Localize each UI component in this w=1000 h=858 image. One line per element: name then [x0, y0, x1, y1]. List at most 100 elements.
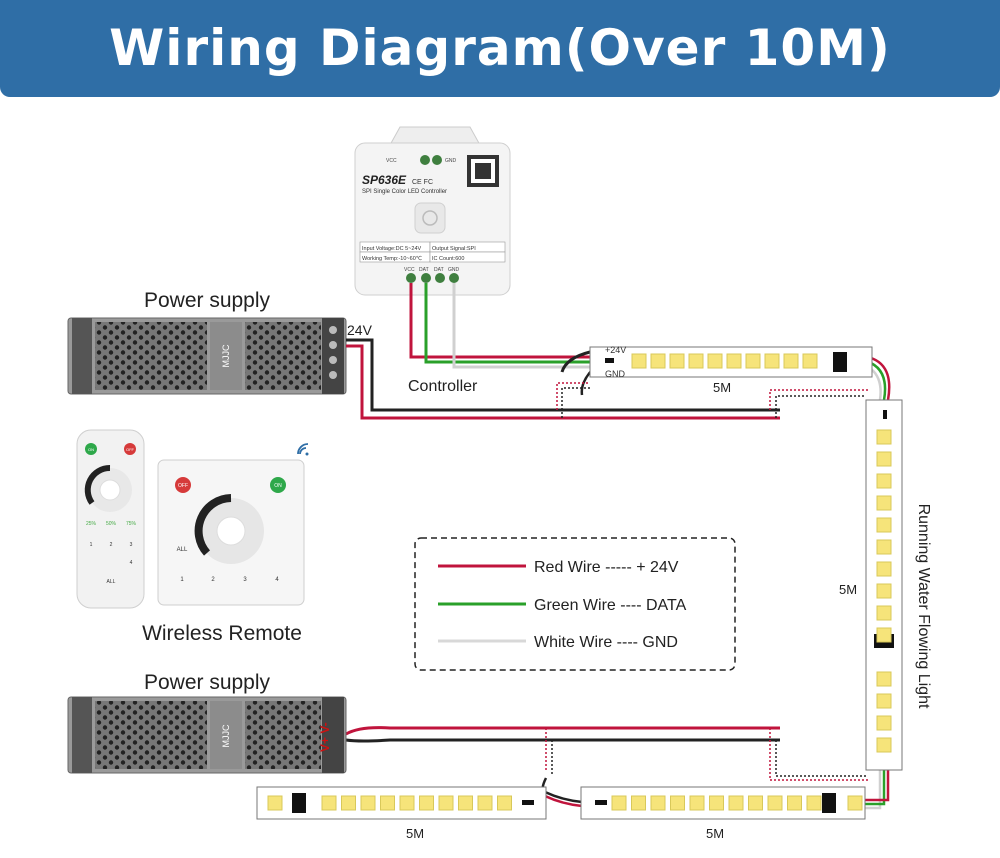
legend-green-label: Green Wire ---- DATA — [534, 597, 687, 614]
led-chip — [876, 451, 892, 467]
wifi-icon — [297, 443, 309, 456]
wall-off: OFF — [178, 483, 188, 489]
page-title: Wiring Diagram(Over 10M) — [109, 19, 891, 77]
led-chip — [726, 353, 742, 369]
ctrl-model: SP636E — [362, 173, 407, 187]
svg-text:1: 1 — [180, 577, 184, 583]
strip-gnd-label: GND — [605, 369, 626, 379]
psu-brand: MJJC — [221, 344, 231, 367]
svg-text:4: 4 — [130, 560, 133, 566]
led-chip — [748, 795, 763, 811]
legend-white-label: White Wire ---- GND — [534, 634, 678, 651]
led-chip — [650, 795, 666, 811]
remote-handheld: ON OFF 25% 50% 75% 1 2 3 4 ALL — [76, 429, 145, 609]
led-chip — [876, 671, 892, 687]
ctrl-subtitle: SPI Single Color LED Controller — [362, 189, 447, 195]
ctrl-top-gnd: GND — [445, 158, 457, 164]
power-supply-bottom: Power supply MJJC V+ V- — [67, 671, 347, 774]
led-chip — [847, 795, 863, 811]
led-chip — [631, 795, 646, 811]
strip-bottom-left-length: 5M — [406, 826, 424, 841]
svg-text:3: 3 — [243, 577, 247, 583]
led-chip — [669, 353, 685, 369]
led-chip — [745, 353, 761, 369]
ctrl-spec-input: Input Voltage:DC 5~24V — [362, 246, 421, 252]
led-chip — [611, 795, 627, 811]
led-chip — [707, 353, 723, 369]
led-chip — [670, 795, 685, 811]
strip-right-length: 5M — [839, 582, 857, 597]
svg-text:4: 4 — [275, 577, 279, 583]
svg-text:ALL: ALL — [107, 579, 116, 585]
led-chip — [438, 795, 454, 811]
svg-text:2: 2 — [110, 542, 113, 548]
ctrl-certs: CE FC — [412, 179, 433, 186]
ctrl-top-vcc: VCC — [386, 158, 397, 164]
led-chip — [399, 795, 415, 811]
svg-text:ALL: ALL — [177, 547, 188, 553]
led-chip — [321, 795, 337, 811]
led-chip — [876, 693, 892, 709]
led-chip — [380, 795, 395, 811]
led-chip — [876, 583, 892, 599]
led-chip — [802, 353, 818, 369]
wall-on: ON — [274, 483, 282, 489]
led-chip — [783, 353, 799, 369]
led-chip — [764, 353, 780, 369]
svg-text:3: 3 — [130, 542, 133, 548]
power-supply-bottom-label: Power supply — [144, 671, 271, 694]
led-chip — [497, 795, 512, 811]
svg-text:2: 2 — [211, 577, 215, 583]
led-chip — [876, 473, 892, 489]
led-chip — [267, 795, 283, 811]
ctrl-pin-gnd: GND — [448, 267, 460, 273]
svg-text:50%: 50% — [106, 521, 117, 527]
led-chip — [458, 795, 473, 811]
led-chip — [689, 795, 705, 811]
led-strip-bottom-right: 5M — [580, 786, 866, 841]
psu-brand-bottom: MJJC — [221, 724, 231, 747]
led-chip — [876, 495, 892, 511]
led-chip — [876, 627, 892, 643]
led-chip — [876, 429, 892, 445]
power-supply-top: Power supply MJJC 24V — [67, 289, 373, 395]
led-chip — [787, 795, 802, 811]
psu-vplus-label: V+ V- — [318, 722, 332, 752]
led-chip — [477, 795, 493, 811]
handheld-off: OFF — [126, 447, 135, 452]
ctrl-pin-dat1: DAT — [419, 267, 429, 273]
ctrl-spec-temp: Working Temp:-10~60℃ — [362, 255, 422, 262]
remote-wall: OFF ON ALL 1 2 3 4 Wireless Remote — [142, 443, 309, 645]
ctrl-pin-vcc: VCC — [404, 267, 415, 273]
svg-text:25%: 25% — [86, 521, 97, 527]
led-chip — [876, 561, 892, 577]
led-strip-bottom-left: 5M — [256, 786, 547, 841]
led-chip — [876, 737, 892, 753]
ctrl-spec-output: Output Signal:SPI — [432, 246, 476, 252]
svg-text:75%: 75% — [126, 521, 137, 527]
led-chip — [876, 715, 892, 731]
led-chip — [876, 517, 892, 533]
running-light-label: Running Water Flowing Light — [915, 504, 932, 709]
led-chip — [419, 795, 434, 811]
led-chips — [267, 353, 892, 811]
strip-top-length: 5M — [713, 380, 731, 395]
led-chip — [688, 353, 704, 369]
led-chip — [767, 795, 783, 811]
ctrl-spec-ic: IC Count:600 — [432, 256, 464, 262]
controller-device: VCC GND SP636E CE FC SPI Single Color LE… — [354, 126, 511, 395]
svg-text:1: 1 — [90, 542, 93, 548]
led-chip — [806, 795, 822, 811]
wires — [345, 283, 891, 810]
wireless-remote-label: Wireless Remote — [142, 622, 302, 645]
led-chip — [876, 539, 892, 555]
led-chip — [360, 795, 376, 811]
led-chip — [709, 795, 724, 811]
strip-plus-label: +24V — [605, 345, 626, 355]
handheld-on: ON — [88, 447, 94, 452]
power-supply-top-label: Power supply — [144, 289, 271, 312]
legend: Red Wire ----- + 24V Green Wire ---- DAT… — [414, 537, 736, 671]
voltage-label: 24V — [347, 322, 373, 338]
led-chip — [631, 353, 647, 369]
